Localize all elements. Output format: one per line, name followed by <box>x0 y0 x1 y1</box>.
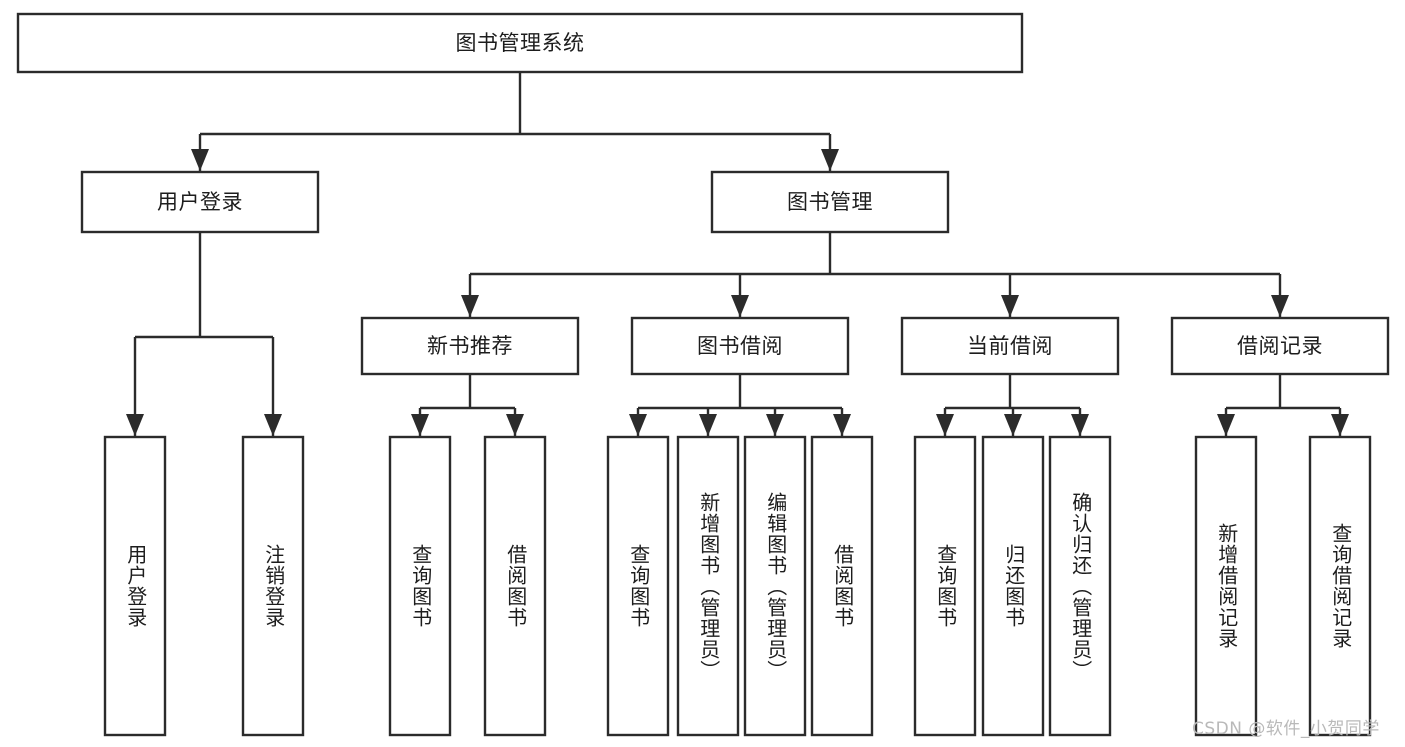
arrow-head-icon-leaf-borrow-book <box>833 414 851 436</box>
arrow-head-icon-leaf-add-book-admin <box>699 414 717 436</box>
arrow-head-icon-book-borrow <box>731 295 749 317</box>
arrow-head-icon-new-book-recommend <box>461 295 479 317</box>
node-box-leaf-query-borrow-record[interactable] <box>1308 435 1372 737</box>
arrow-head-icon-leaf-edit-book-admin <box>766 414 784 436</box>
arrow-head-icon-leaf-return-book <box>1004 414 1022 436</box>
node-box-root[interactable] <box>16 12 1024 74</box>
arrow-head-icon-leaf-query-book-recommend <box>411 414 429 436</box>
arrow-head-icon-leaf-user-login <box>126 414 144 436</box>
node-box-leaf-query-book-borrow[interactable] <box>606 435 670 737</box>
arrow-head-icon-borrow-record <box>1271 295 1289 317</box>
arrow-head-icon-current-borrow <box>1001 295 1019 317</box>
node-box-book-management[interactable] <box>710 170 950 234</box>
arrow-head-icon-user-login <box>191 149 209 171</box>
arrow-head-icon-leaf-borrow-book-recommend <box>506 414 524 436</box>
node-box-leaf-borrow-book-recommend[interactable] <box>483 435 547 737</box>
node-box-leaf-query-book-current[interactable] <box>913 435 977 737</box>
node-box-leaf-edit-book-admin[interactable] <box>743 435 807 737</box>
node-box-leaf-add-book-admin[interactable] <box>676 435 740 737</box>
arrow-head-icon-leaf-add-borrow-record <box>1217 414 1235 436</box>
arrow-head-icon-leaf-logout-login <box>264 414 282 436</box>
node-box-leaf-confirm-return-admin[interactable] <box>1048 435 1112 737</box>
node-box-leaf-borrow-book[interactable] <box>810 435 874 737</box>
node-box-leaf-return-book[interactable] <box>981 435 1045 737</box>
node-box-borrow-record[interactable] <box>1170 316 1390 376</box>
arrow-head-icon-leaf-query-book-current <box>936 414 954 436</box>
arrow-head-icon-leaf-confirm-return-admin <box>1071 414 1089 436</box>
node-box-leaf-user-login[interactable] <box>103 435 167 737</box>
csdn-watermark: CSDN @软件_小贺同学 <box>1192 719 1380 739</box>
node-boxes-layer <box>16 12 1390 737</box>
arrow-head-icon-leaf-query-borrow-record <box>1331 414 1349 436</box>
node-box-book-borrow[interactable] <box>630 316 850 376</box>
node-box-user-login[interactable] <box>80 170 320 234</box>
connectors-layer <box>126 72 1349 436</box>
arrow-head-icon-book-management <box>821 149 839 171</box>
arrow-head-icon-leaf-query-book-borrow <box>629 414 647 436</box>
node-box-current-borrow[interactable] <box>900 316 1120 376</box>
node-box-leaf-logout-login[interactable] <box>241 435 305 737</box>
node-box-new-book-recommend[interactable] <box>360 316 580 376</box>
node-box-leaf-query-book-recommend[interactable] <box>388 435 452 737</box>
node-box-leaf-add-borrow-record[interactable] <box>1194 435 1258 737</box>
